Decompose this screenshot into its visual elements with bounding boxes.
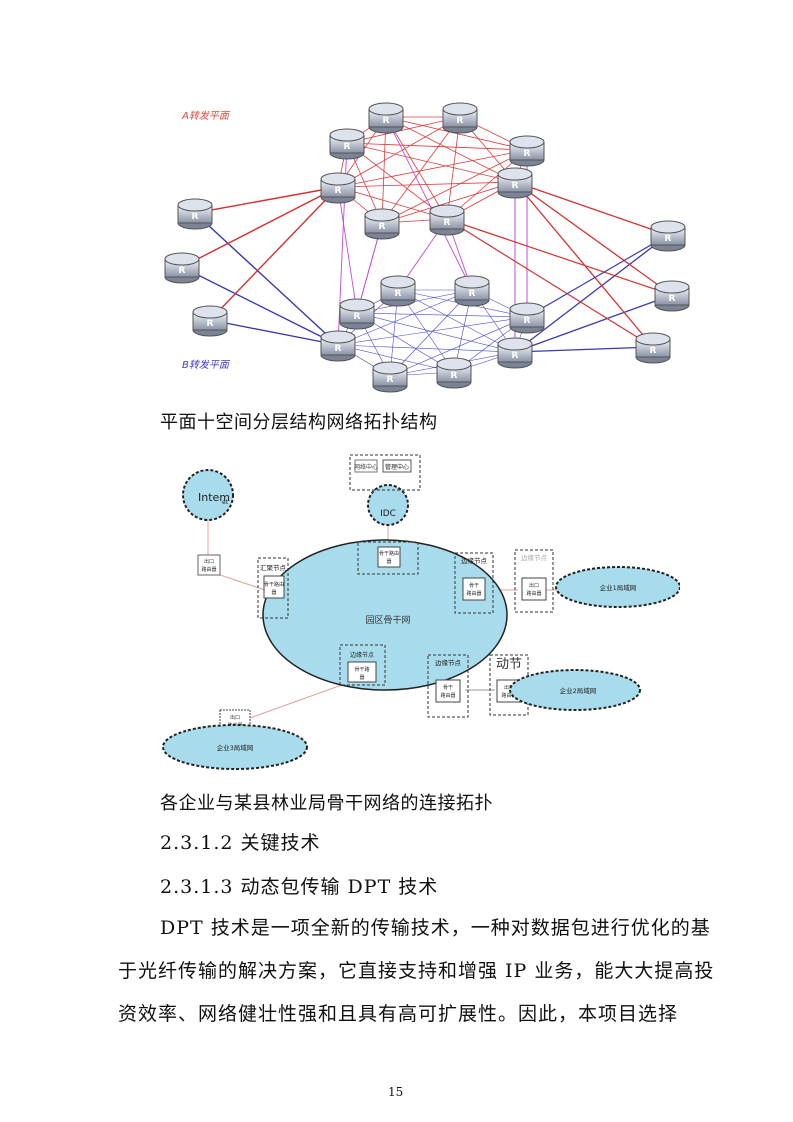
figure-plane-topology: R R R R R R R R R R R R R R R R R R R R R R A转发平面 B转发平面 [164,102,690,393]
svg-text:R: R [395,289,402,299]
svg-text:R: R [379,222,386,232]
router-icon: R [164,252,200,284]
plane-b-label: B转发平面 [182,359,231,371]
svg-text:R: R [179,266,186,276]
router-icon: R [339,298,375,330]
router-icon: R [454,275,490,307]
svg-text:边缘节点: 边缘节点 [435,658,462,667]
svg-text:et: et [222,499,229,506]
router-icon: R [650,220,686,252]
svg-text:R: R [444,218,451,228]
edge-node-3-label: 边缘节点 [521,553,548,562]
svg-text:R: R [344,142,351,152]
router-icon: R [509,135,545,167]
router-icon: R [442,102,478,134]
campus-backbone-label: 园区骨干网 [365,615,410,626]
dynamic-node-label: 动节 [496,657,522,672]
router-icon: R [320,330,356,362]
svg-text:骨干: 骨干 [469,583,479,589]
edge-node-2-label: 边缘节点 [350,651,374,659]
paragraph-line-2: 于光纤传输的解决方案，它直接支持和增强 IP 业务，能大大提高投 [118,960,715,982]
svg-text:骨干路由: 骨干路由 [264,581,284,588]
svg-text:骨干: 骨干 [443,685,453,691]
svg-text:R: R [192,212,199,222]
enterprise-lan-1 [555,566,680,608]
campus-backbone-ellipse [262,539,508,691]
enterprise-lan-2-label: 企业2局域网 [560,686,597,695]
figure2-caption: 各企业与某县林业局骨干网络的连接拓扑 [160,793,493,814]
svg-text:器: 器 [359,675,364,681]
svg-text:出口: 出口 [204,558,214,565]
svg-text:路由器: 路由器 [201,566,216,573]
svg-text:路由器: 路由器 [466,590,481,597]
router-icon: R [509,302,545,334]
svg-text:R: R [512,181,519,191]
svg-text:器: 器 [386,559,391,565]
svg-text:出口: 出口 [529,582,539,589]
router-icon: R [497,337,533,369]
edge-node-1-label: 边缘节点 [461,556,488,565]
paragraph-line-1: DPT 技术是一项全新的传输技术，一种对数据包进行优化的基 [160,917,711,939]
figure1-caption: 平面十空间分层结构网络拓扑结构 [160,412,438,433]
idc-label: IDC [380,509,396,519]
router-icon: R [364,208,400,240]
heading-dpt: 2.3.1.3 动态包传输 DPT 技术 [160,876,439,898]
enterprise-lan-2 [509,669,641,711]
router-icon: R [436,357,472,389]
idc-circle [367,484,409,526]
enterprise-lan-3-label: 企业3局域网 [217,743,254,752]
plane-a-label: A转发平面 [181,110,231,122]
svg-text:出口: 出口 [230,714,240,721]
svg-text:路由器: 路由器 [501,692,516,699]
router-icon: R [429,204,465,236]
svg-text:路由器: 路由器 [526,590,541,597]
router-icon: R [380,275,416,307]
svg-text:R: R [457,116,464,126]
enterprise-lan-1-label: 企业1局域网 [600,583,637,592]
enterprise-lan-3 [162,724,308,770]
svg-text:R: R [665,234,672,244]
mgmt-center-label: 管理中心 [385,463,409,471]
svg-text:R: R [335,344,342,354]
router-icon: R [497,167,533,199]
heading-key-tech: 2.3.1.2 关键技术 [160,832,321,854]
agg-node-label: 汇聚节点 [260,564,287,572]
svg-text:R: R [650,346,657,356]
svg-text:骨干路: 骨干路 [354,666,369,673]
svg-text:R: R [451,371,458,381]
svg-text:R: R [512,351,519,361]
svg-text:R: R [354,312,361,322]
svg-text:R: R [383,116,390,126]
paragraph-line-3: 资效率、网络健壮性强和且具有高可扩展性。因此，本项目选择 [118,1003,679,1025]
router-icon: R [368,102,404,134]
svg-text:R: R [524,149,531,159]
router-icon: R [192,305,228,337]
internet-label: Intem [198,491,230,504]
svg-text:路由器: 路由器 [440,692,455,699]
router-icon: R [177,198,213,230]
internet-cloud [182,469,234,521]
router-icon: R [635,332,671,364]
svg-text:R: R [207,319,214,329]
svg-text:R: R [469,289,476,299]
router-icon: R [372,361,408,393]
svg-text:出口: 出口 [504,684,514,691]
svg-text:R: R [524,316,531,326]
svg-text:骨干路由: 骨干路由 [379,550,399,557]
router-icon: R [654,280,690,312]
router-icon: R [329,128,365,160]
svg-text:器: 器 [271,590,276,596]
figure-enterprise-topology: 园区骨干网 Intem et IDC 网络中心 管理中心 出口 路由器 汇聚节点… [162,454,680,770]
page-number: 15 [388,1085,404,1099]
svg-text:R: R [335,186,342,196]
router-icon: R [320,172,356,204]
network-center-label: 网络中心 [354,463,378,471]
svg-text:R: R [387,375,394,385]
svg-text:R: R [669,294,676,304]
